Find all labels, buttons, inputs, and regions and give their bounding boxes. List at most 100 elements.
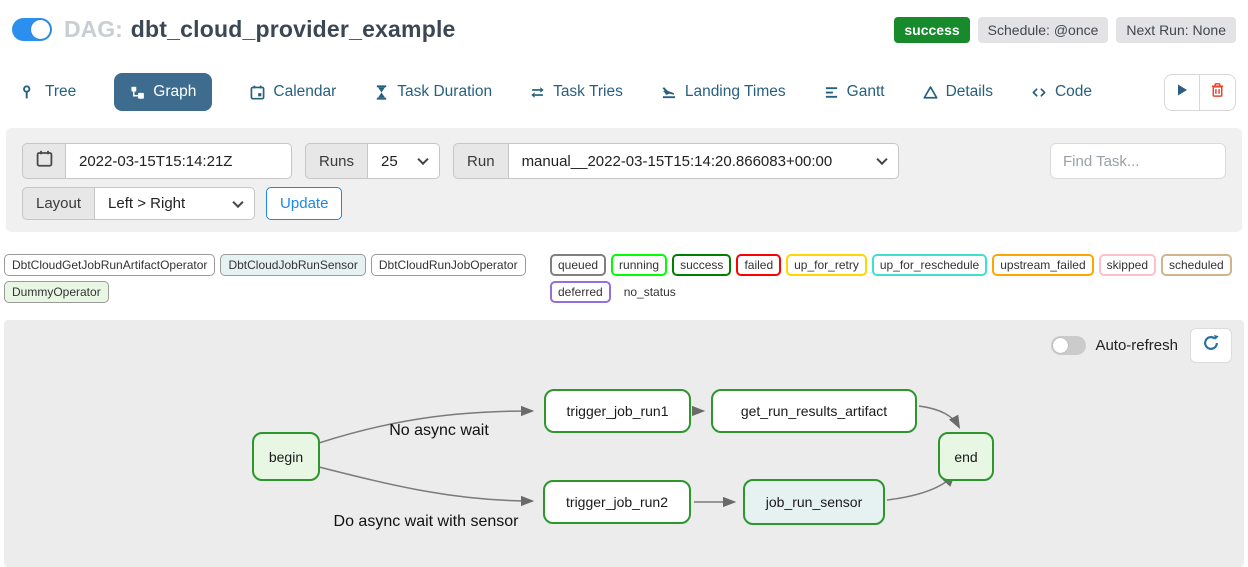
trigger-dag-button[interactable] — [1164, 73, 1200, 111]
layout-select-value: Left > Right — [108, 195, 186, 212]
layout-select[interactable]: Left > Right — [95, 187, 256, 220]
graph-icon — [130, 85, 145, 100]
run-label: Run — [453, 143, 509, 179]
auto-refresh-toggle[interactable] — [1051, 336, 1087, 355]
run-select-value: manual__2022-03-15T15:14:20.866083+00:00 — [521, 152, 833, 170]
status-badge: success — [894, 16, 970, 43]
node-trigger_job_run1[interactable]: trigger_job_run1 — [544, 389, 691, 433]
code-icon — [1031, 85, 1047, 100]
runs-group: Runs 25 — [305, 143, 441, 179]
tab-graph[interactable]: Graph — [114, 73, 213, 111]
operator-badge: DbtCloudJobRunSensor — [220, 254, 366, 276]
edge-get_run_results_artifact-to-end — [918, 405, 961, 429]
operator-badge: DummyOperator — [4, 281, 109, 303]
gantt-icon — [824, 85, 839, 100]
page-title: dbt_cloud_provider_example — [130, 16, 456, 42]
edge-begin-to-trigger_job_run1 — [318, 405, 535, 444]
trash-icon — [1210, 82, 1225, 103]
tab-gantt[interactable]: Gantt — [824, 83, 885, 101]
tab-landing-times[interactable]: Landing Times — [661, 83, 786, 101]
status-badge-success: success — [672, 254, 732, 276]
execution-date-group — [22, 143, 292, 179]
toggle-knob — [31, 20, 50, 39]
operator-legend-row-1: DummyOperator — [4, 281, 550, 303]
next-run-badge: Next Run: None — [1116, 16, 1236, 43]
tab-bar: Tree Graph Calendar Task Duration Task Tries… — [22, 73, 1092, 111]
edge-label: No async wait — [389, 422, 489, 439]
tab-label: Task Duration — [397, 83, 493, 100]
tree-icon — [22, 84, 37, 100]
status-badge-scheduled: scheduled — [1161, 254, 1232, 276]
tab-label: Calendar — [273, 83, 337, 100]
triangle-icon — [923, 85, 938, 100]
auto-refresh-control: Auto-refresh — [1051, 336, 1178, 355]
tab-task-duration[interactable]: Task Duration — [374, 83, 492, 101]
tab-label: Gantt — [846, 83, 885, 100]
status-badge-failed: failed — [736, 254, 782, 276]
tab-details[interactable]: Details — [923, 83, 993, 101]
auto-refresh-label: Auto-refresh — [1095, 337, 1178, 354]
status-badge-deferred: deferred — [550, 281, 611, 303]
graph-panel: begin trigger_job_run1 get_run_results_art… — [4, 320, 1244, 567]
run-group: Run manual__2022-03-15T15:14:20.866083+0… — [453, 143, 899, 179]
header-badges: success Schedule: @once Next Run: None — [894, 16, 1236, 43]
refresh-button[interactable] — [1190, 328, 1232, 363]
runs-label: Runs — [305, 143, 369, 179]
tab-code[interactable]: Code — [1031, 83, 1092, 101]
schedule-badge: Schedule: @once — [977, 16, 1109, 43]
play-icon — [1174, 82, 1190, 103]
node-end[interactable]: end — [938, 432, 994, 481]
status-badge-queued: queued — [550, 254, 607, 276]
update-button[interactable]: Update — [266, 187, 343, 220]
node-get_run_results_artifact[interactable]: get_run_results_artifact — [711, 389, 917, 433]
tab-row: Tree Graph Calendar Task Duration Task Tries… — [0, 73, 1248, 111]
execution-date-input[interactable] — [66, 143, 292, 179]
calendar-icon — [36, 150, 53, 172]
filter-panel: Runs 25 Run manual__2022-03-15T15:14:20.… — [6, 128, 1242, 232]
repeat-icon — [530, 85, 545, 100]
node-trigger_job_run2[interactable]: trigger_job_run2 — [543, 480, 691, 524]
status-legend-row-1: deferred no_status — [550, 281, 1244, 303]
plane-landing-icon — [661, 85, 677, 100]
status-badge-running: running — [611, 254, 668, 276]
status-badge-no_status: no_status — [623, 285, 676, 299]
tab-label: Tree — [45, 83, 77, 100]
node-begin[interactable]: begin — [252, 432, 320, 481]
layout-label: Layout — [22, 187, 96, 220]
node-job_run_sensor[interactable]: job_run_sensor — [743, 479, 885, 525]
edge-begin-to-trigger_job_run2 — [318, 466, 535, 507]
tab-task-tries[interactable]: Task Tries — [530, 83, 623, 101]
runs-select[interactable]: 25 — [368, 143, 441, 179]
layout-group: Layout Left > Right — [22, 187, 256, 220]
delete-dag-button[interactable] — [1200, 73, 1236, 111]
dag-actions — [1164, 73, 1236, 111]
runs-select-value: 25 — [381, 152, 398, 170]
hourglass-icon — [374, 84, 389, 100]
refresh-icon — [1202, 334, 1220, 357]
tab-label: Landing Times — [684, 83, 786, 100]
dag-header: DAG: dbt_cloud_provider_example success … — [0, 0, 1248, 43]
find-task-input[interactable] — [1050, 143, 1226, 179]
dag-prefix: DAG: — [64, 16, 123, 42]
tab-label: Graph — [153, 83, 197, 100]
status-badge-up_for_reschedule: up_for_reschedule — [871, 254, 988, 276]
status-badge-skipped: skipped — [1098, 254, 1156, 276]
graph-controls: Auto-refresh — [1051, 328, 1232, 363]
tab-label: Task Tries — [553, 83, 623, 100]
operator-badge: DbtCloudRunJobOperator — [370, 254, 526, 276]
dag-pause-toggle[interactable] — [12, 18, 52, 41]
tab-tree[interactable]: Tree — [22, 83, 76, 101]
tab-calendar[interactable]: Calendar — [250, 83, 336, 101]
run-select[interactable]: manual__2022-03-15T15:14:20.866083+00:00 — [508, 143, 899, 179]
edge-label: Do async wait with sensor — [333, 513, 519, 530]
chevron-down-icon — [417, 153, 429, 166]
calendar-picker-button[interactable] — [22, 143, 66, 179]
calendar-icon — [250, 85, 265, 100]
tab-label: Code — [1054, 83, 1093, 100]
toggle-knob — [1053, 338, 1069, 353]
